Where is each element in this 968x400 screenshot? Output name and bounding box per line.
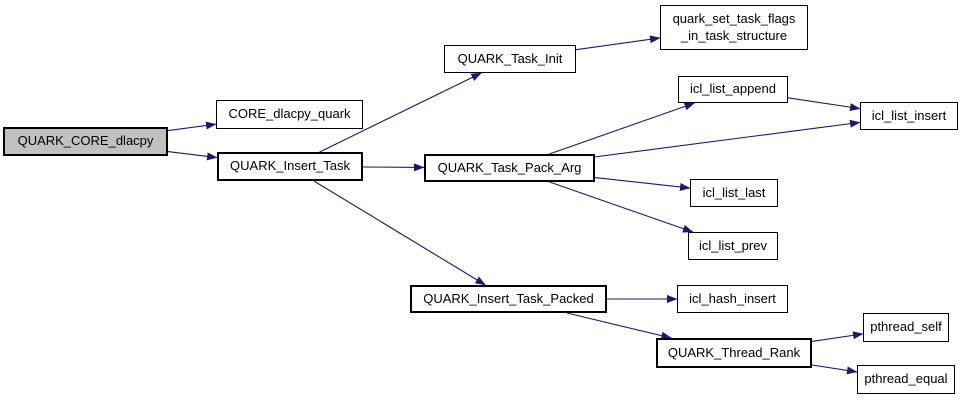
node-icl-hash-insert[interactable]: icl_hash_insert — [677, 285, 788, 313]
node-icl-list-prev[interactable]: icl_list_prev — [688, 232, 778, 260]
node-quark-task-init[interactable]: QUARK_Task_Init — [444, 45, 576, 73]
call-edge-QUARK_Task_Pack_Arg-to-icl_list_prev — [549, 181, 694, 233]
call-edge-QUARK_CORE_dlacpy-to-QUARK_Insert_Task — [167, 151, 218, 161]
node-quark-insert-task-packed[interactable]: QUARK_Insert_Task_Packed — [410, 285, 607, 313]
call-edge-QUARK_Insert_Task-to-QUARK_Insert_Task_Packed — [313, 180, 486, 286]
node-quark-thread-rank[interactable]: QUARK_Thread_Rank — [656, 338, 812, 368]
node-quark-set-task-flags-in-task-structure[interactable]: quark_set_task_flags _in_task_structure — [660, 5, 808, 50]
node-quark-insert-task[interactable]: QUARK_Insert_Task — [217, 152, 363, 181]
node-icl-list-insert[interactable]: icl_list_insert — [860, 102, 958, 130]
call-edge-QUARK_CORE_dlacpy-to-CORE_dlacpy_quark — [167, 121, 217, 132]
node-icl-list-last[interactable]: icl_list_last — [690, 179, 778, 207]
call-edge-QUARK_Task_Pack_Arg-to-icl_list_append — [549, 102, 696, 155]
node-pthread-self[interactable]: pthread_self — [863, 313, 949, 342]
node-quark-task-pack-arg[interactable]: QUARK_Task_Pack_Arg — [424, 154, 595, 182]
call-edge-QUARK_Thread_Rank-to-pthread_self — [811, 331, 864, 342]
call-edge-QUARK_Insert_Task_Packed-to-QUARK_Thread_Rank — [566, 312, 672, 340]
call-edge-QUARK_Thread_Rank-to-pthread_equal — [811, 364, 858, 375]
node-quark-core-dlacpy: QUARK_CORE_dlacpy — [3, 127, 168, 156]
node-core-dlacpy-quark[interactable]: CORE_dlacpy_quark — [216, 100, 363, 129]
call-edge-icl_list_append-to-icl_list_insert — [787, 97, 861, 112]
call-edge-QUARK_Task_Pack_Arg-to-icl_list_insert — [594, 119, 861, 158]
call-edge-QUARK_Task_Init-to-quark_set_task_flags_in_task_structure — [575, 35, 661, 51]
call-edge-QUARK_Task_Pack_Arg-to-icl_list_last — [594, 176, 691, 191]
node-icl-list-append[interactable]: icl_list_append — [678, 76, 788, 103]
node-pthread-equal[interactable]: pthread_equal — [857, 365, 955, 394]
